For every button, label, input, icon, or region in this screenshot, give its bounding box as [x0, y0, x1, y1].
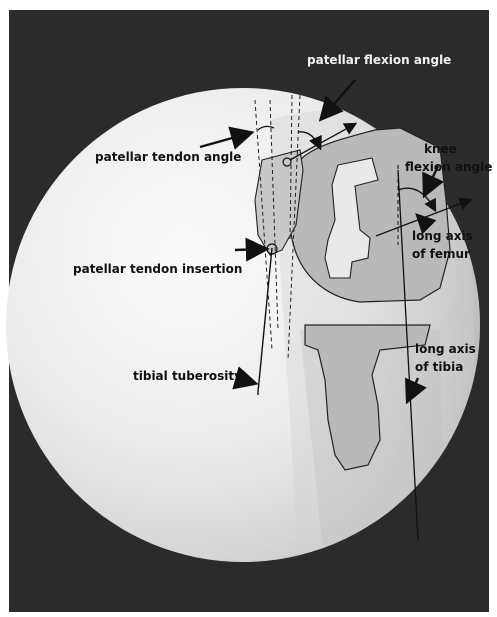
label-patellar-tendon-insertion: patellar tendon insertion — [73, 262, 242, 276]
label-tibial-tuberosity: tibial tuberosity — [133, 369, 242, 383]
label-long-axis-femur-1: long axis — [412, 229, 473, 243]
label-long-axis-tibia-2: of tibia — [415, 360, 463, 374]
label-knee: knee — [424, 142, 457, 156]
pointer-tendon-insertion — [235, 249, 265, 250]
label-flexion-angle: flexion angle — [405, 160, 492, 174]
label-patellar-tendon-angle: patellar tendon angle — [95, 150, 241, 164]
label-patellar-flexion-angle: patellar flexion angle — [307, 53, 451, 67]
label-long-axis-femur-2: of femur — [412, 247, 470, 261]
label-long-axis-tibia-1: long axis — [415, 342, 476, 356]
